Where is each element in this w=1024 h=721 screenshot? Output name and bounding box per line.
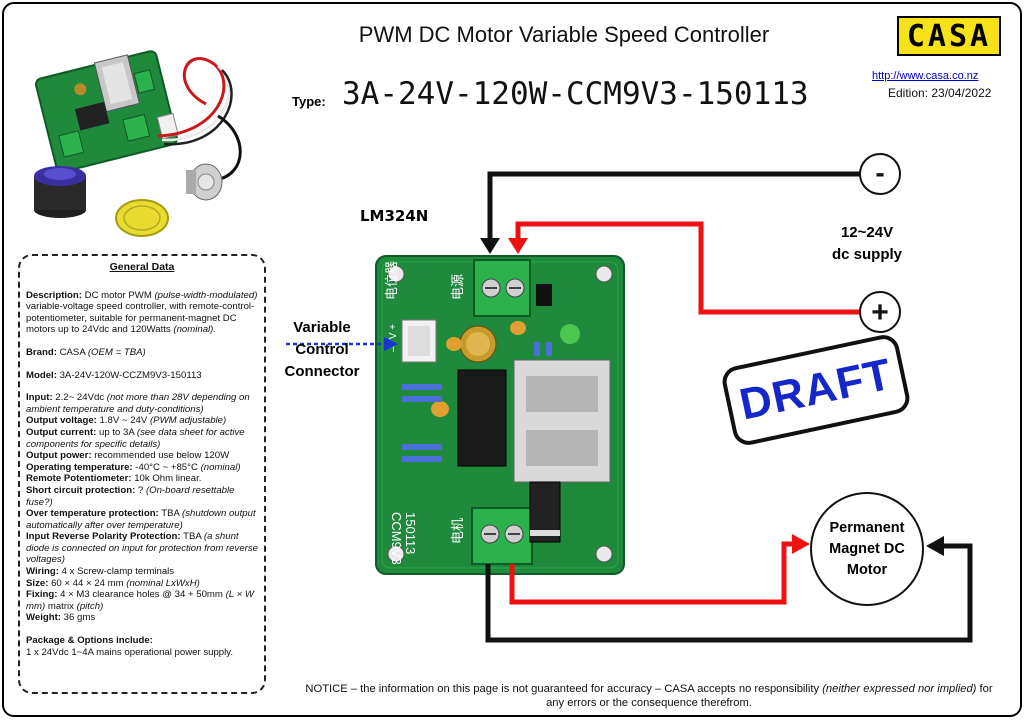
- pcb-model-line2: 150113: [403, 512, 418, 554]
- motor-line2: Magnet DC: [829, 540, 905, 557]
- pcb-label-power: 电源: [450, 274, 465, 300]
- positive-supply-wire: [515, 221, 862, 315]
- reverse-polarity-line: Input Reverse Polarity Protection: TBA (…: [26, 531, 258, 566]
- vcc-line2: Control: [295, 341, 349, 358]
- footer-notice: NOTICE – the information on this page is…: [305, 683, 993, 709]
- positive-terminal-icon: [859, 291, 901, 333]
- short-circuit-line: Short circuit protection: ? (On-board re…: [26, 484, 235, 508]
- edition-date: Edition: 23/04/2022: [888, 86, 992, 100]
- over-temp-line: Over temperature protection: TBA (shutdo…: [26, 508, 256, 531]
- negative-terminal-icon: [859, 153, 901, 195]
- motor-negative-arrow: [926, 536, 944, 556]
- pcb-pin-labels: — V +: [388, 324, 399, 352]
- description-line: Description: DC motor PWM (pulse-width-m…: [26, 289, 258, 336]
- brand-line: Brand: CASA (OEM = TBA): [26, 346, 146, 358]
- supply-type: dc supply: [832, 246, 903, 263]
- variable-control-connector-label: Variable Control Connector: [276, 317, 368, 383]
- vcc-line3: Connector: [284, 363, 360, 380]
- output-current-line: Output current: up to 3A (see data sheet…: [26, 426, 245, 450]
- motor-line1: Permanent: [829, 519, 905, 536]
- type-code: 3A-24V-120W-CCM9V3-150113: [342, 76, 809, 112]
- negative-terminal-symbol: -: [875, 157, 884, 188]
- input-line: Input: 2.2~ 24Vdc (not more than 28V dep…: [26, 392, 250, 415]
- casa-logo: CASA: [897, 16, 1001, 56]
- remote-pot-line: Remote Potentiometer: 10k Ohm linear.: [26, 473, 202, 485]
- lm324-label: LM324N: [360, 207, 429, 225]
- negative-supply-wire: [487, 171, 862, 244]
- positive-supply-arrow: [508, 238, 528, 254]
- supply-label: 12~24V dc supply: [832, 222, 902, 266]
- output-power-line: Output power: recommended use below 120W: [26, 450, 230, 462]
- pcb-model-line1: CCM9V3: [389, 512, 404, 565]
- size-line: Size: 60 × 44 × 24 mm (nominal LxWxH): [26, 577, 200, 589]
- weight-line: Weight: 36 gms: [26, 612, 96, 624]
- controller-pcb: 电位器 电源 电机 — V + CCM9V3 150113: [375, 255, 625, 575]
- vcc-line1: Variable: [293, 319, 351, 336]
- wiring-line: Wiring: 4 x Screw-clamp terminals: [26, 566, 175, 578]
- supply-voltage: 12~24V: [840, 224, 894, 241]
- general-data-box: General Data Description: DC motor PWM (…: [18, 254, 266, 694]
- operating-temp-line: Operating temperature: -40°C ~ +85°C (no…: [26, 461, 241, 473]
- motor-negative-wire: [485, 543, 973, 643]
- motor-line3: Motor: [846, 561, 888, 578]
- package-title: Package & Options include:: [26, 635, 153, 647]
- motor-symbol: Permanent Magnet DC Motor: [810, 492, 924, 606]
- wiring-diagram: 电位器 电源 电机 — V + CCM9V3 150113 - +: [286, 153, 973, 643]
- pcb-label-pot: 电位器: [384, 261, 399, 300]
- pcb-label-motor: 电机: [450, 518, 465, 544]
- motor-positive-arrow: [792, 534, 810, 554]
- positive-terminal-symbol: +: [871, 296, 889, 329]
- output-voltage-line: Output voltage: 1.8V ~ 24V (PWM adjustab…: [26, 415, 227, 427]
- fixing-line: Fixing: 4 × M3 clearance holes @ 34 + 50…: [26, 589, 254, 612]
- model-line: Model: 3A-24V-120W-CCZM9V3-150113: [26, 369, 202, 381]
- package-line: 1 x 24Vdc 1~4A mains operational power s…: [26, 646, 234, 658]
- type-label: Type:: [292, 94, 326, 109]
- negative-supply-arrow: [480, 238, 500, 254]
- website-link[interactable]: http://www.casa.co.nz: [872, 70, 979, 82]
- general-data-title: General Data: [109, 261, 175, 273]
- page-title: PWM DC Motor Variable Speed Controller: [358, 22, 770, 47]
- control-connector-arrowhead: [384, 337, 398, 351]
- motor-positive-wire: [509, 541, 796, 605]
- product-photo: [34, 50, 242, 237]
